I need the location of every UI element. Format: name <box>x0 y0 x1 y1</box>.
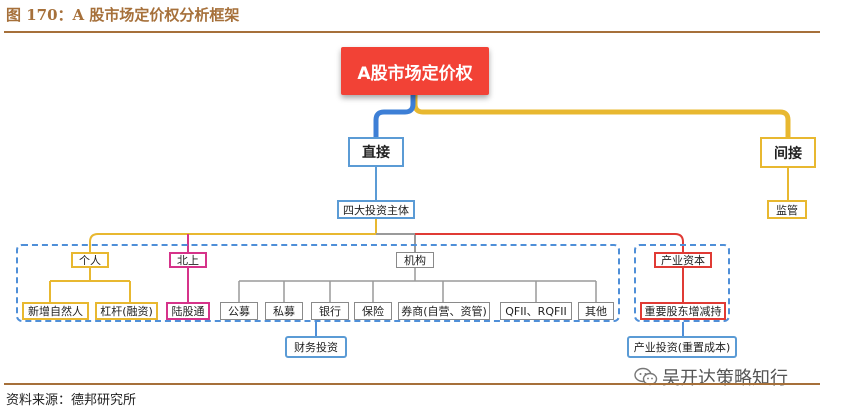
industrial-capital-node: 产业资本 <box>654 252 712 268</box>
supervision-node: 监管 <box>767 200 807 219</box>
four-subjects-node: 四大投资主体 <box>337 200 415 219</box>
bottom-rule <box>4 383 820 385</box>
link-subjects-industrial <box>415 233 684 252</box>
investor-group-box <box>16 244 620 322</box>
indirect-node: 间接 <box>760 137 816 168</box>
leaf-brokers: 券商(自营、资管) <box>398 302 490 320</box>
leaf-public-funds: 公募 <box>220 302 258 320</box>
leaf-stock-connect: 陆股通 <box>166 302 210 320</box>
figure-title: 图 170：A 股市场定价权分析框架 <box>6 6 240 24</box>
link-individual-children <box>49 268 131 302</box>
link-root-indirect <box>412 95 791 137</box>
source-note: 资料来源：德邦研究所 <box>6 393 137 408</box>
link-institution-children <box>238 268 597 302</box>
leaf-shareholder-changes: 重要股东增减持 <box>640 302 726 320</box>
direct-node: 直接 <box>348 137 404 167</box>
leaf-banks: 银行 <box>311 302 349 320</box>
root-node: A股市场定价权 <box>341 47 489 95</box>
leaf-qfii: QFII、RQFII <box>500 302 572 320</box>
watermark: 吴开达策略知行 <box>634 364 788 392</box>
industrial-group-box <box>634 244 730 322</box>
institution-node: 机构 <box>396 252 434 268</box>
link-root-direct <box>373 95 416 137</box>
financial-investment-node: 财务投资 <box>285 336 347 358</box>
leaf-private-funds: 私募 <box>265 302 303 320</box>
leaf-new-natural-persons: 新增自然人 <box>22 302 89 320</box>
leaf-leverage: 杠杆(融资) <box>95 302 158 320</box>
leaf-others: 其他 <box>578 302 614 320</box>
watermark-text: 吴开达策略知行 <box>662 368 788 389</box>
wechat-icon <box>634 367 658 392</box>
top-rule <box>4 31 820 33</box>
industrial-investment-node: 产业投资(重置成本) <box>627 336 737 358</box>
individual-node: 个人 <box>71 252 109 268</box>
northbound-node: 北上 <box>169 252 207 268</box>
link-subjects-individual <box>89 233 376 252</box>
leaf-insurance: 保险 <box>354 302 392 320</box>
